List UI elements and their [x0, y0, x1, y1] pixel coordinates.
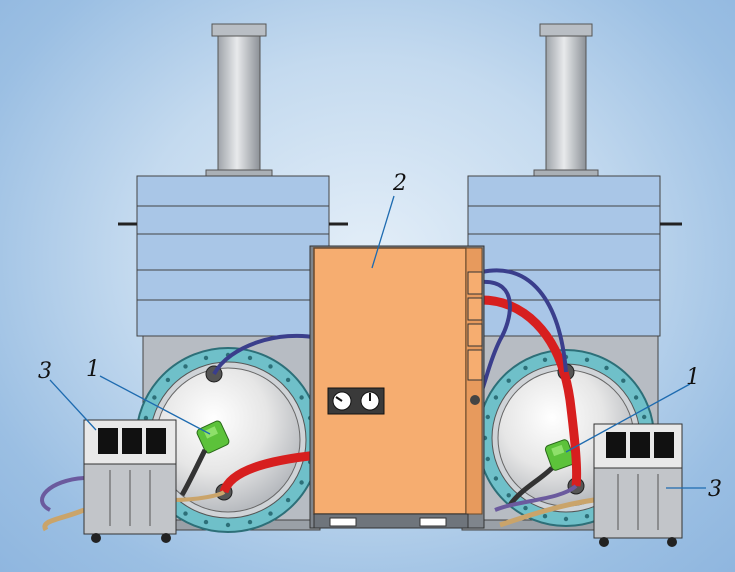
- leader-2: [371, 195, 395, 269]
- left-band-5: [136, 299, 330, 337]
- right-blue-hose-2: [480, 279, 512, 391]
- cabinet-side-slot-3: [467, 323, 483, 347]
- left-band-3: [136, 233, 330, 271]
- flange-bolt: [633, 395, 639, 400]
- right-unit-screen-3: [654, 432, 674, 458]
- right-band-2: [467, 205, 661, 235]
- right-band-1: [467, 175, 661, 207]
- left-blue-hose-top: [212, 333, 319, 376]
- left-red-hose: [219, 450, 319, 494]
- right-flange-bolts: [482, 354, 650, 522]
- left-unit-wheel-2: [161, 533, 171, 543]
- cabinet-front-panel: [313, 247, 467, 515]
- right-stack-pipe: [545, 29, 587, 179]
- flange-bolt: [506, 378, 511, 383]
- callout-2: 2: [392, 171, 407, 196]
- flange-bolt: [143, 415, 149, 421]
- right-red-hose: [481, 295, 582, 487]
- gauge-left-icon: [332, 391, 352, 411]
- left-chamber-outlet: [196, 420, 230, 454]
- right-blue-hose-1: [481, 268, 568, 373]
- flange-bolt: [493, 476, 499, 481]
- left-band-2: [136, 205, 330, 235]
- flange-bolt: [642, 414, 647, 420]
- flange-bolt: [268, 511, 273, 516]
- right-outlet-hose: [507, 466, 554, 507]
- cabinet-side-slot-2: [467, 297, 483, 321]
- flange-bolt: [183, 511, 188, 516]
- flange-bolt: [268, 364, 273, 369]
- flange-bolt: [299, 480, 304, 485]
- flange-bolt: [523, 365, 528, 371]
- callout-3-left: 3: [38, 359, 52, 384]
- left-unit-hose-3: [171, 490, 226, 502]
- cabinet-side-slot-4: [467, 349, 483, 381]
- left-chamber: [118, 23, 348, 533]
- flange-bolt: [247, 519, 253, 525]
- left-cooling-unit: [40, 419, 226, 543]
- flange-bolt: [165, 377, 171, 383]
- callout-3-right: 3: [708, 477, 722, 502]
- flange-bolt: [203, 519, 209, 525]
- flange-bolt: [485, 414, 490, 420]
- callout-1-left: 1: [86, 357, 100, 382]
- flange-bolt: [247, 355, 253, 361]
- cabinet-side-slot-1: [467, 271, 483, 295]
- flange-bolt: [299, 395, 304, 400]
- right-unit-screen-1: [606, 432, 626, 458]
- right-cooling-unit: [499, 423, 683, 547]
- cabinet-foot-left: [329, 517, 357, 527]
- flange-bolt: [604, 365, 609, 371]
- right-unit-wheel-2: [667, 537, 677, 547]
- left-unit-hose-1: [40, 476, 85, 512]
- flange-bolt: [285, 377, 291, 383]
- left-band-4: [136, 269, 330, 301]
- left-unit-wheel-1: [91, 533, 101, 543]
- flange-bolt: [563, 516, 569, 522]
- flange-bolt: [225, 522, 231, 528]
- flange-bolt: [584, 357, 590, 362]
- left-unit-screen-3: [146, 428, 166, 454]
- flange-bolt: [493, 395, 499, 400]
- callout-1-right: 1: [686, 365, 700, 390]
- left-unit-screen-2: [122, 428, 142, 454]
- left-unit-hose-2: [42, 507, 85, 532]
- left-stack-pipe: [217, 29, 261, 179]
- flange-bolt: [183, 364, 188, 369]
- left-unit-screen-1: [98, 428, 118, 454]
- flange-bolt: [621, 378, 626, 383]
- cabinet-side-button: [470, 395, 480, 405]
- left-outlet-hose: [179, 448, 208, 497]
- flange-bolt: [542, 357, 548, 362]
- gauge-right-icon: [360, 391, 380, 411]
- flange-bolt: [203, 355, 209, 361]
- callout-leaders: [49, 195, 706, 489]
- left-band-1: [136, 175, 330, 207]
- control-cabinet: [309, 245, 485, 529]
- cabinet-foot-right: [419, 517, 447, 527]
- flange-bolt: [152, 395, 157, 400]
- right-unit-hose: [499, 497, 595, 528]
- leader-1-left: [99, 375, 211, 435]
- flange-bolt: [506, 493, 511, 498]
- right-unit-screen-2: [630, 432, 650, 458]
- flange-bolt: [584, 514, 590, 519]
- right-unit-wheel-1: [599, 537, 609, 547]
- right-purple-hose: [494, 484, 578, 512]
- left-stack-cap: [211, 23, 267, 37]
- right-band-3: [467, 233, 661, 271]
- right-stack-cap: [539, 23, 593, 37]
- flange-bolt: [285, 497, 291, 503]
- flange-bolt: [542, 514, 548, 519]
- flange-bolt: [485, 456, 490, 462]
- leader-3-left: [49, 379, 97, 431]
- leader-1-right: [565, 383, 691, 453]
- flange-bolt: [523, 505, 528, 511]
